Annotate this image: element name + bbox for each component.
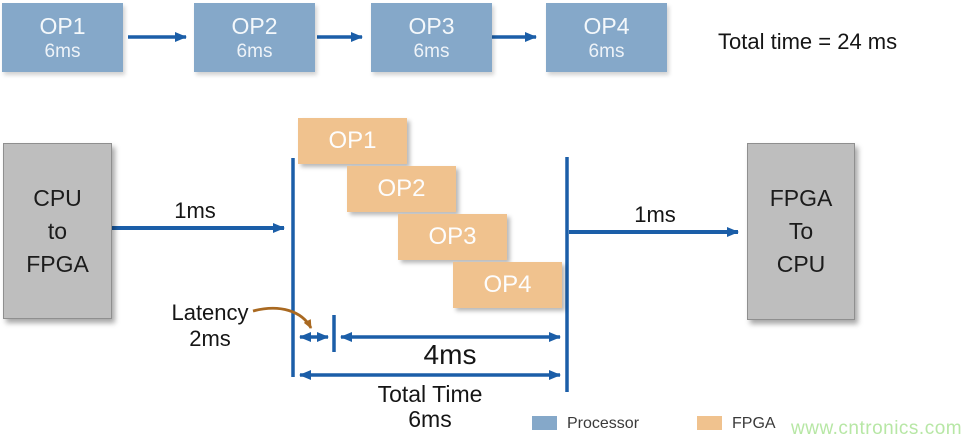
fpga-to-cpu-line1: FPGA [769,185,833,211]
fpga-to-cpu-box: FPGA To CPU [747,143,855,320]
op-name: OP3 [408,12,455,39]
cpu-to-fpga-box: CPU to FPGA [3,143,112,319]
op-time: 6ms [236,40,273,62]
cpu-to-fpga-line2: to [47,217,68,244]
fpga-op-box-3: OP3 [398,214,507,260]
total-span-line2: 6ms [408,406,452,432]
processor-op-box-1: OP1 6ms [2,3,123,72]
op-time: 6ms [413,40,450,62]
fpga-to-cpu-line2: To [788,218,814,244]
processor-op-box-4: OP4 6ms [546,3,667,72]
processor-op-box-3: OP3 6ms [371,3,492,72]
legend-fpga-label: FPGA [732,415,776,432]
compute-span-label: 4ms [423,339,477,370]
latency-label-line2: 2ms [189,326,231,351]
top-total-time-label: Total time = 24 ms [718,29,898,54]
op-time: 6ms [588,40,625,62]
op-name: OP4 [583,12,630,39]
op-name: OP1 [39,12,86,39]
cpu-to-fpga-line3: FPGA [26,250,89,277]
legend-processor-swatch [532,416,557,430]
latency-label: Latency 2ms [155,300,265,352]
fpga-op-box-1: OP1 [298,118,407,164]
total-span-label: Total Time 6ms [355,382,505,432]
legend-processor-label: Processor [567,415,640,432]
op-time: 6ms [44,40,81,62]
watermark-text: www.cntronics.com [791,418,963,439]
total-span-line1: Total Time [377,381,483,407]
op-name: OP2 [231,12,278,39]
latency-curve-arrow [252,306,313,329]
transfer-in-label: 1ms [174,198,216,223]
cpu-to-fpga-line1: CPU [33,184,82,211]
fpga-op-box-4: OP4 [453,262,562,308]
legend-fpga-swatch [697,416,722,430]
transfer-out-label: 1ms [634,202,676,227]
latency-label-line1: Latency [171,300,249,325]
fpga-to-cpu-line3: CPU [776,251,826,277]
processor-op-box-2: OP2 6ms [194,3,315,72]
fpga-op-box-2: OP2 [347,166,456,212]
